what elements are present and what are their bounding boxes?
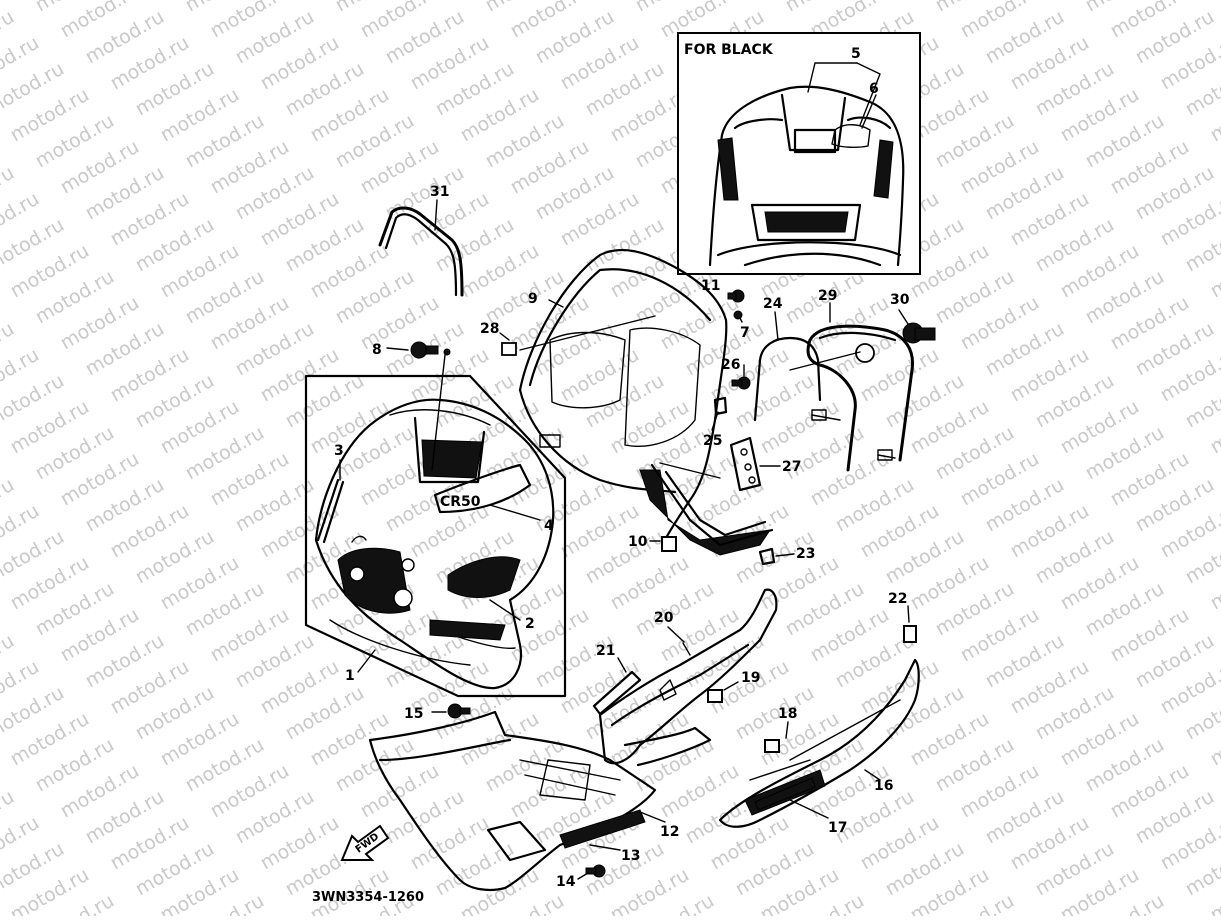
callout-2: 2 (525, 616, 535, 632)
callout-20: 20 (654, 610, 674, 626)
callout-24: 24 (763, 296, 783, 312)
callout-9: 9 (528, 291, 538, 307)
callout-14: 14 (556, 874, 576, 890)
callout-10: 10 (628, 534, 648, 550)
callout-23: 23 (796, 546, 815, 562)
callout-30: 30 (890, 292, 910, 308)
callout-17: 17 (828, 820, 847, 836)
callout-11: 11 (701, 278, 720, 294)
callout-18: 18 (778, 706, 797, 722)
callout-21: 21 (596, 643, 615, 659)
callout-28: 28 (480, 321, 499, 337)
callout-8: 8 (372, 342, 382, 358)
callout-27: 27 (782, 459, 801, 475)
callout-22: 22 (888, 591, 907, 607)
callout-15: 15 (404, 706, 423, 722)
callout-31: 31 (430, 184, 449, 200)
callout-1: 1 (345, 668, 355, 684)
inset-title: FOR BLACK (684, 42, 774, 58)
callout-4: 4 (544, 518, 554, 534)
callout-25: 25 (703, 433, 722, 449)
callout-16: 16 (874, 778, 893, 794)
model-badge: CR50 (440, 494, 481, 510)
callout-12: 12 (660, 824, 679, 840)
fwd-arrow: FWD (342, 826, 388, 860)
callout-5: 5 (851, 46, 861, 62)
callout-7: 7 (740, 325, 750, 341)
inset-for-black: FOR BLACK 5 6 (678, 33, 920, 274)
callout-6: 6 (869, 81, 879, 97)
callout-26: 26 (721, 357, 740, 373)
callout-29: 29 (818, 288, 837, 304)
drawing-code: 3WN3354-1260 (312, 890, 424, 905)
callout-13: 13 (621, 848, 640, 864)
callout-3: 3 (334, 443, 344, 459)
callout-19: 19 (741, 670, 760, 686)
